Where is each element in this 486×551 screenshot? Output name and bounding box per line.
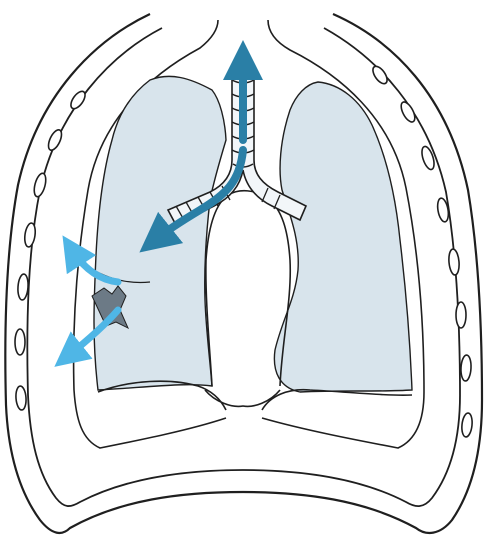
- rib-left-5: [17, 274, 29, 301]
- rib-left-2: [46, 128, 64, 152]
- rib-right-5: [448, 249, 460, 276]
- rib-left-3: [32, 172, 48, 198]
- diaphragm-dome-left: [262, 390, 412, 410]
- left-lung: [274, 82, 412, 392]
- rib-right-7: [460, 355, 471, 381]
- rib-right-3: [420, 145, 437, 171]
- rib-left-1: [68, 89, 88, 111]
- rib-right-6: [456, 302, 466, 328]
- rib-right-2: [398, 100, 417, 124]
- rib-right-8: [461, 413, 473, 438]
- rib-left-4: [23, 222, 36, 247]
- rib-left-7: [15, 386, 27, 411]
- rib-right-1: [370, 64, 390, 86]
- rib-left-6: [15, 329, 25, 355]
- ribs-left: [15, 89, 88, 410]
- diaphragm-center: [205, 390, 280, 406]
